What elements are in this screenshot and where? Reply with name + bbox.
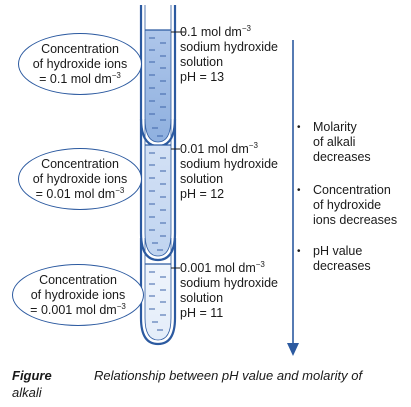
bullet-dot-icon: •	[297, 185, 301, 196]
solution-ph: pH = 11	[180, 306, 224, 320]
solution-label-2: 0.01 mol dm−3 sodium hydroxide solution …	[180, 142, 278, 202]
bullet-line: ions decreases	[313, 213, 398, 227]
caption-label: Figure	[12, 368, 52, 383]
oval-line: = 0.01 mol dm−3	[35, 185, 125, 201]
bullet-line: pH value	[313, 244, 363, 258]
solution-molarity: 0.01 mol dm−3	[180, 141, 258, 157]
oval-line: Concentration	[41, 156, 119, 171]
solution-word: solution	[180, 291, 224, 305]
solution-molarity: 0.001 mol dm−3	[180, 260, 265, 276]
caption-text: Relationship between pH value and molari…	[94, 368, 363, 383]
oval-line: = 0.1 mol dm−3	[39, 70, 121, 86]
oval-line: = 0.001 mol dm−3	[30, 301, 126, 317]
solution-label-3: 0.001 mol dm−3 sodium hydroxide solution…	[180, 261, 278, 321]
bullet-dot-icon: •	[297, 246, 301, 257]
concentration-oval-1: Concentration of hydroxide ions = 0.1 mo…	[18, 33, 142, 95]
solution-label-1: 0.1 mol dm−3 sodium hydroxide solution p…	[180, 25, 278, 85]
bullet-line: Molarity	[313, 120, 357, 134]
oval-line: of hydroxide ions	[32, 171, 128, 186]
solution-name: sodium hydroxide	[180, 276, 278, 290]
trend-arrow	[287, 40, 299, 356]
solution-ph: pH = 12	[180, 187, 225, 201]
concentration-oval-2: Concentration of hydroxide ions = 0.01 m…	[18, 148, 142, 210]
oval-line: of hydroxide ions	[30, 287, 126, 302]
solution-name: sodium hydroxide	[180, 157, 278, 171]
bullet-line: decreases	[313, 259, 371, 273]
bullet-dot-icon: •	[297, 122, 301, 133]
oval-line: Concentration	[41, 41, 119, 56]
bullet-line: Concentration	[313, 183, 391, 197]
solution-ph: pH = 13	[180, 70, 225, 84]
bullet-line: of alkali	[313, 135, 356, 149]
caption-text-continued: alkali	[12, 385, 42, 400]
oval-line: of hydroxide ions	[32, 56, 128, 71]
bullet-line: of hydroxide	[313, 198, 382, 212]
bullet-line: decreases	[313, 150, 371, 164]
test-tube-1	[139, 5, 185, 148]
solution-name: sodium hydroxide	[180, 40, 278, 54]
oval-line: Concentration	[39, 272, 117, 287]
solution-molarity: 0.1 mol dm−3	[180, 24, 251, 40]
test-tube-3	[139, 238, 180, 346]
concentration-oval-3: Concentration of hydroxide ions = 0.001 …	[12, 264, 144, 326]
solution-word: solution	[180, 172, 224, 186]
solution-word: solution	[180, 55, 224, 69]
